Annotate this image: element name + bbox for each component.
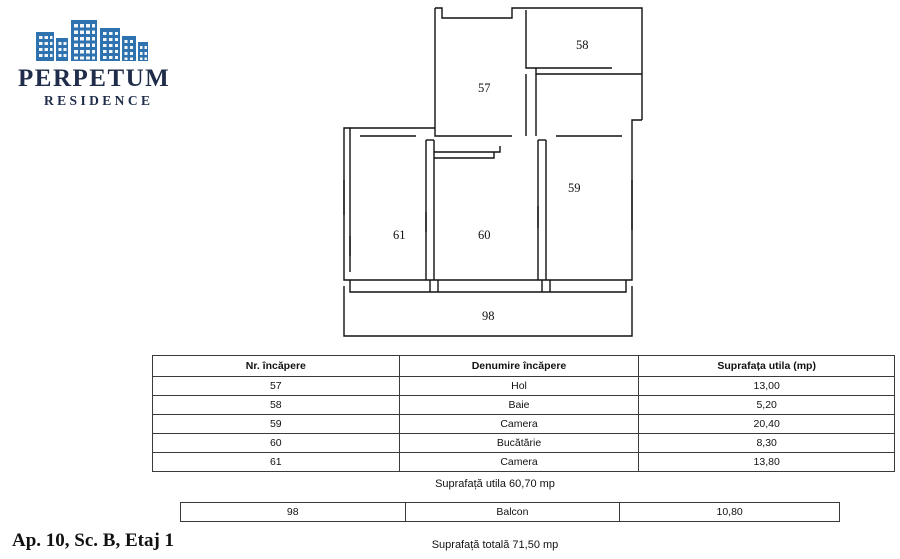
- cell-nr: 61: [152, 452, 400, 472]
- table-header-row: Nr. încăpere Denumire încăpere Suprafața…: [152, 355, 895, 377]
- room-number-61: 61: [393, 228, 406, 242]
- table-row: 59 Camera 20,40: [152, 414, 895, 434]
- table-row: 58 Baie 5,20: [152, 395, 895, 415]
- summary-suprafata-utila: Suprafață utila 60,70 mp: [435, 478, 555, 490]
- apartment-label: Ap. 10, Sc. B, Etaj 1: [12, 530, 175, 551]
- header-nr-incapere: Nr. încăpere: [152, 355, 400, 377]
- table-row: 61 Camera 13,80: [152, 452, 895, 472]
- cell-name: Camera: [398, 414, 640, 434]
- room-number-57: 57: [478, 81, 491, 95]
- cell-nr: 58: [152, 395, 400, 415]
- brand-logo: PERPETUM RESIDENCE: [16, 18, 236, 109]
- logo-subtitle: RESIDENCE: [44, 93, 154, 108]
- building-skyline-icon: [34, 18, 150, 62]
- header-suprafata-utila: Suprafața utila (mp): [638, 355, 895, 377]
- cell-area: 13,80: [638, 452, 895, 472]
- balcony-table: 98 Balcon 10,80: [180, 502, 840, 522]
- cell-area: 20,40: [638, 414, 895, 434]
- room-number-58: 58: [576, 38, 589, 52]
- table-row: 57 Hol 13,00: [152, 376, 895, 396]
- cell-nr: 59: [152, 414, 400, 434]
- logo-title: PERPETUM: [18, 65, 171, 92]
- cell-name: Hol: [398, 376, 640, 396]
- cell-nr: 60: [152, 433, 400, 453]
- table-row: 98 Balcon 10,80: [180, 502, 840, 522]
- summary-suprafata-totala: Suprafață totală 71,50 mp: [431, 539, 559, 551]
- cell-name: Camera: [398, 452, 640, 472]
- header-denumire-incapere: Denumire încăpere: [398, 355, 640, 377]
- cell-area: 10,80: [619, 502, 840, 522]
- room-number-59: 59: [568, 181, 581, 195]
- cell-area: 8,30: [638, 433, 895, 453]
- table-row: 60 Bucătărie 8,30: [152, 433, 895, 453]
- room-number-98: 98: [482, 309, 495, 323]
- cell-name: Bucătărie: [398, 433, 640, 453]
- floor-plan: 57 58 59 60 61 98: [330, 0, 660, 345]
- cell-area: 13,00: [638, 376, 895, 396]
- cell-name: Balcon: [404, 502, 621, 522]
- cell-nr: 57: [152, 376, 400, 396]
- rooms-table: Nr. încăpere Denumire încăpere Suprafața…: [152, 355, 895, 472]
- cell-nr: 98: [180, 502, 406, 522]
- room-number-60: 60: [478, 228, 491, 242]
- cell-name: Baie: [398, 395, 640, 415]
- cell-area: 5,20: [638, 395, 895, 415]
